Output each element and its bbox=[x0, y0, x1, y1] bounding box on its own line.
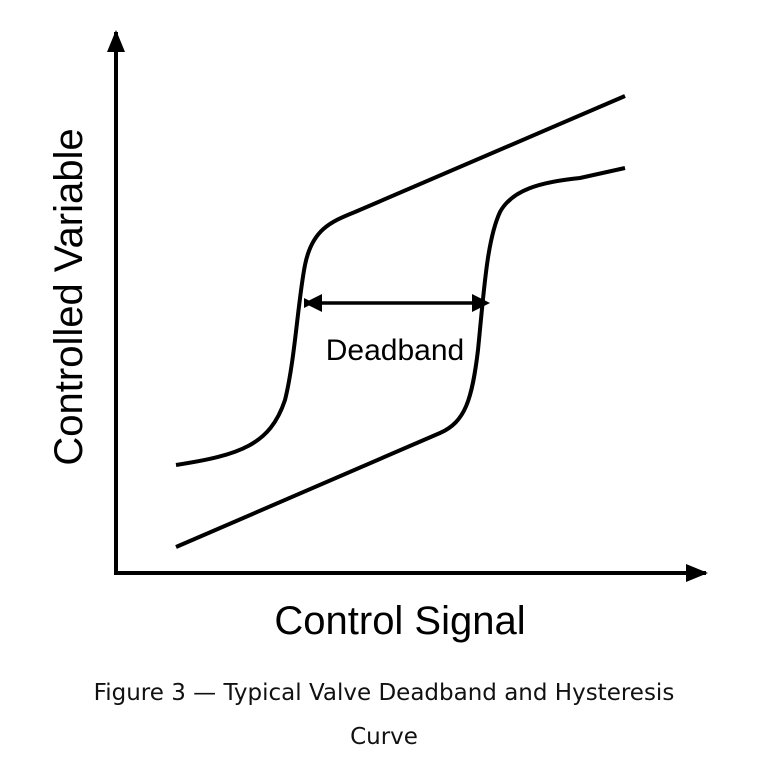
x-axis-label: Control Signal bbox=[274, 599, 525, 643]
figure-caption-line2: Curve bbox=[350, 724, 418, 750]
figure-caption-line1: Figure 3 — Typical Valve Deadband and Hy… bbox=[93, 680, 675, 706]
lower-curve bbox=[175, 166, 626, 549]
upper-curve bbox=[175, 94, 626, 467]
y-axis-label: Controlled Variable bbox=[47, 128, 91, 465]
deadband-label: Deadband bbox=[326, 334, 464, 367]
deadband-arrow-left-head bbox=[304, 294, 322, 312]
deadband-arrow-right-head bbox=[472, 294, 490, 312]
